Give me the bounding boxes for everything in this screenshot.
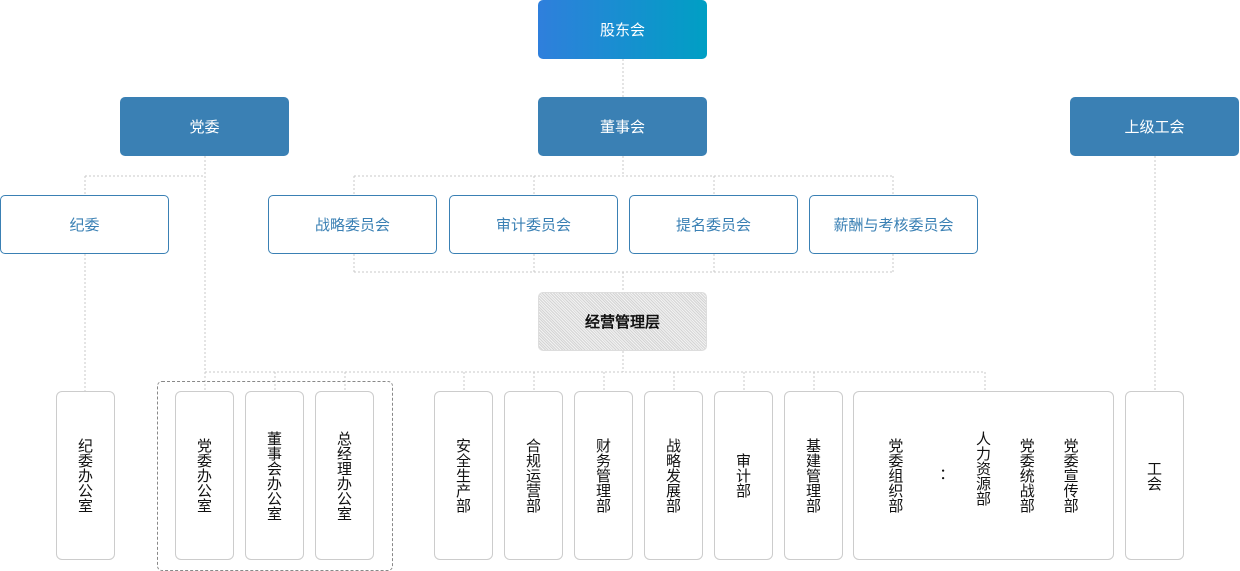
party-committee-box[interactable]: 党委 (120, 97, 289, 156)
department-label: 总经理办公室 (335, 430, 353, 521)
department-label: 审计部 (734, 453, 752, 498)
board-label: 董事会 (599, 118, 645, 136)
department-label: 董事会办公室 (265, 430, 283, 521)
committee-box[interactable]: 薪酬与考核委员会 (809, 195, 978, 254)
department-box[interactable]: 党委办公室 (175, 391, 234, 560)
department-label: 党委组织部 (886, 438, 905, 513)
upper-union-box[interactable]: 上级工会 (1070, 97, 1239, 156)
department-box[interactable]: 基建管理部 (784, 391, 843, 560)
department-label: 合规运营部 (524, 438, 542, 513)
committee-label: 审计委员会 (495, 216, 571, 234)
department-label: 安全生产部 (454, 438, 472, 513)
department-label: 党委办公室 (195, 438, 213, 513)
department-box[interactable]: 合规运营部 (504, 391, 563, 560)
department-label: 财务管理部 (594, 438, 612, 513)
department-box[interactable]: 安全生产部 (434, 391, 493, 560)
department-label: 党委统战部 (1017, 438, 1036, 513)
management-box[interactable]: 经营管理层 (538, 292, 707, 351)
department-label: 纪委办公室 (76, 438, 94, 513)
board-box[interactable]: 董事会 (538, 97, 707, 156)
upper-union-label: 上级工会 (1124, 118, 1185, 136)
separator: ： (930, 468, 949, 483)
department-box[interactable]: 纪委办公室 (56, 391, 115, 560)
department-box[interactable]: 审计部 (714, 391, 773, 560)
department-box[interactable]: 战略发展部 (644, 391, 703, 560)
committee-label: 提名委员会 (675, 216, 751, 234)
department-label: 战略发展部 (664, 438, 682, 513)
shareholders-label: 股东会 (599, 21, 645, 39)
committee-box[interactable]: 审计委员会 (449, 195, 618, 254)
department-label: 人力资源部 (973, 430, 992, 506)
department-label: 基建管理部 (804, 438, 822, 513)
department-box[interactable]: 董事会办公室 (245, 391, 304, 560)
discipline-box[interactable]: 纪委 (0, 195, 169, 254)
department-box[interactable]: 总经理办公室 (315, 391, 374, 560)
department-label: 党委宣传部 (1061, 438, 1080, 513)
union-label: 工会 (1145, 460, 1163, 491)
party-committee-label: 党委 (189, 118, 220, 136)
committee-label: 薪酬与考核委员会 (833, 216, 954, 234)
union-box[interactable]: 工会 (1125, 391, 1184, 560)
shareholders-box[interactable]: 股东会 (538, 0, 707, 59)
committee-box[interactable]: 提名委员会 (629, 195, 798, 254)
composite-department-box[interactable]: 党委组织部 ： 人力资源部 党委统战部 党委宣传部 (853, 391, 1114, 560)
discipline-label: 纪委 (69, 216, 100, 234)
committee-box[interactable]: 战略委员会 (268, 195, 437, 254)
management-label: 经营管理层 (584, 313, 660, 331)
department-box[interactable]: 财务管理部 (574, 391, 633, 560)
committee-label: 战略委员会 (314, 216, 390, 234)
